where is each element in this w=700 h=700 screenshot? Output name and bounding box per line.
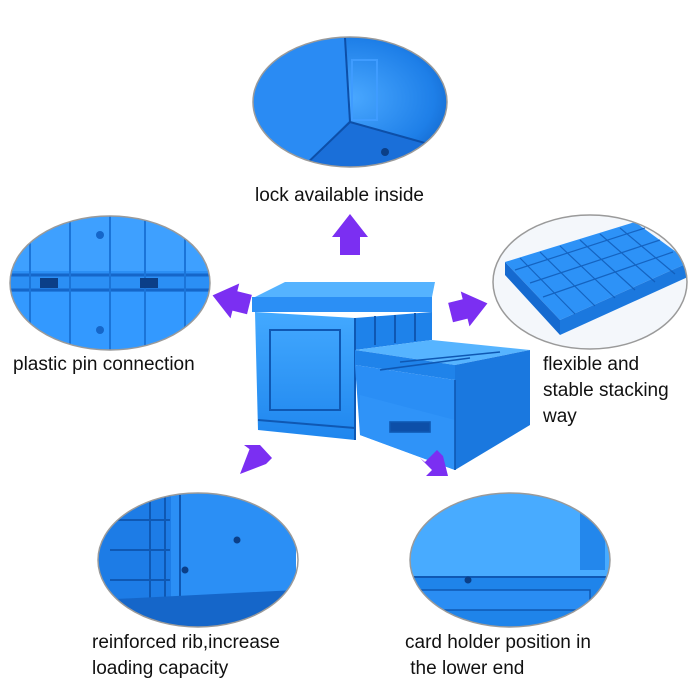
label-rib-line2: loading capacity: [92, 658, 229, 679]
stacking-image: [492, 214, 688, 350]
card-holder-image: [409, 492, 611, 628]
reinforced-rib-image: [97, 492, 299, 628]
arrow-right-icon: [448, 291, 488, 327]
label-lock-line: lock available inside: [255, 185, 424, 206]
label-stacking-line3: way: [543, 406, 577, 427]
label-stacking: flexible and stable stacking way: [543, 352, 669, 430]
label-rib-line1: reinforced rib,increase: [92, 632, 280, 653]
lock-detail-image: [252, 36, 448, 168]
label-card-holder-line2: the lower end: [405, 658, 525, 679]
arrow-up-icon: [332, 214, 368, 255]
label-rib: reinforced rib,increase loading capacity: [92, 630, 280, 682]
label-pin: plastic pin connection: [13, 352, 195, 378]
arrow-left-icon: [212, 283, 252, 319]
label-pin-line: plastic pin connection: [13, 354, 195, 375]
label-card-holder: card holder position in the lower end: [405, 630, 591, 682]
label-stacking-line1: flexible and: [543, 354, 640, 375]
label-card-holder-line1: card holder position in: [405, 632, 591, 653]
arrow-down-left-icon: [240, 445, 272, 474]
label-stacking-line2: stable stacking: [543, 380, 669, 401]
pin-connection-image: [9, 215, 211, 351]
folding-crate-image: [252, 282, 530, 470]
arrow-down-right-icon: [420, 450, 448, 476]
label-lock: lock available inside: [255, 183, 424, 209]
